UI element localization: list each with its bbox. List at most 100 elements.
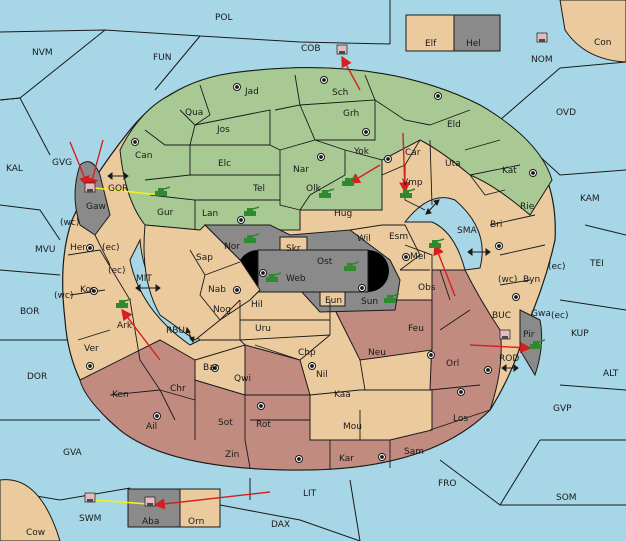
sea-kup[interactable]: KUP — [571, 329, 589, 339]
province-elf[interactable]: Elf — [425, 39, 437, 49]
province-jos[interactable]: Jos — [216, 125, 230, 135]
province-car[interactable]: Car — [405, 148, 421, 158]
sea-gva[interactable]: GVA — [63, 448, 83, 458]
province-gur[interactable]: Gur — [157, 208, 174, 218]
province-chr[interactable]: Chr — [170, 384, 186, 394]
province-ken[interactable]: Ken — [112, 390, 129, 400]
sea-ovd[interactable]: OVD — [556, 108, 576, 118]
sea-gvg[interactable]: GVG — [52, 158, 72, 168]
province-los[interactable]: Los — [453, 414, 468, 424]
province-rot[interactable]: Rot — [256, 420, 271, 430]
province-rie[interactable]: Rie — [520, 202, 535, 212]
sea-fun[interactable]: FUN — [153, 53, 172, 63]
province-lan[interactable]: Lan — [202, 209, 218, 219]
province-kat[interactable]: Kat — [502, 166, 517, 176]
province-nar[interactable]: Nar — [293, 165, 309, 175]
fleet-units — [84, 32, 548, 507]
sea-gvp[interactable]: GVP — [553, 404, 572, 414]
sea-som[interactable]: SOM — [556, 493, 577, 503]
sea-mit[interactable]: MIT — [136, 274, 152, 284]
province-her[interactable]: Her — [70, 243, 86, 253]
province-olk[interactable]: Olk — [306, 184, 322, 194]
province-eun[interactable]: Eun — [325, 296, 342, 306]
province-ost[interactable]: Ost — [317, 257, 333, 267]
province-ail[interactable]: Ail — [146, 422, 157, 432]
province-orl[interactable]: Orl — [446, 359, 459, 369]
province-vmp[interactable]: Vmp — [402, 178, 423, 188]
province-elc[interactable]: Elc — [218, 159, 231, 169]
province-esm[interactable]: Esm — [389, 232, 408, 242]
province-tel[interactable]: Tel — [252, 184, 265, 194]
sea-mvu[interactable]: MVU — [35, 245, 56, 255]
sea-lit[interactable]: LIT — [303, 489, 317, 499]
sea-alt[interactable]: ALT — [603, 369, 619, 379]
sea-cob[interactable]: COB — [301, 44, 321, 54]
province-ver[interactable]: Ver — [84, 344, 99, 354]
sea-sma[interactable]: SMA — [457, 226, 477, 236]
sea-tei[interactable]: TEI — [589, 259, 604, 269]
sea-buc[interactable]: BUC — [492, 311, 511, 321]
province-orn[interactable]: Orn — [188, 517, 204, 527]
province-bar[interactable]: Bar — [203, 363, 219, 373]
province-uta[interactable]: Uta — [445, 159, 461, 169]
province-web[interactable]: Web — [286, 274, 306, 284]
sea-kam[interactable]: KAM — [580, 194, 600, 204]
coast-kor-wc: (wc) — [54, 291, 73, 301]
province-sun[interactable]: Sun — [361, 297, 378, 307]
sea-bor[interactable]: BOR — [20, 307, 39, 317]
province-qwi[interactable]: Qwi — [234, 374, 251, 384]
province-uru[interactable]: Uru — [255, 324, 271, 334]
province-hil[interactable]: Hil — [251, 300, 263, 310]
sea-con[interactable]: Con — [594, 38, 612, 48]
province-nog[interactable]: Nog — [213, 305, 231, 315]
province-kor[interactable]: Kor — [80, 285, 95, 295]
sea-rod[interactable]: ROD — [499, 354, 519, 364]
sea-gor[interactable]: GOR — [108, 184, 128, 194]
province-aba[interactable]: Aba — [142, 517, 159, 527]
sea-dor[interactable]: DOR — [27, 372, 47, 382]
province-obs[interactable]: Obs — [418, 283, 436, 293]
sea-pol[interactable]: POL — [215, 13, 233, 23]
province-pir[interactable]: Pir — [523, 330, 535, 340]
province-yok[interactable]: Yok — [353, 147, 370, 157]
province-nor[interactable]: Nor — [224, 242, 240, 252]
sea-nom[interactable]: NOM — [531, 55, 553, 65]
province-neu[interactable]: Neu — [368, 348, 386, 358]
province-gaw[interactable]: Gaw — [86, 202, 106, 212]
province-gwa[interactable]: Gwa — [531, 309, 551, 319]
province-hel[interactable]: Hel — [466, 39, 481, 49]
province-hug[interactable]: Hug — [334, 209, 352, 219]
province-skr[interactable]: Skr — [286, 244, 301, 254]
province-kar[interactable]: Kar — [339, 454, 354, 464]
province-nil[interactable]: Nil — [316, 370, 328, 380]
province-ark[interactable]: Ark — [117, 321, 133, 331]
province-feu[interactable]: Feu — [408, 324, 424, 334]
sea-kal[interactable]: KAL — [6, 164, 23, 174]
province-bri[interactable]: Bri — [490, 220, 502, 230]
province-sch[interactable]: Sch — [332, 88, 348, 98]
province-eld[interactable]: Eld — [447, 120, 461, 130]
province-nab[interactable]: Nab — [208, 285, 226, 295]
province-can[interactable]: Can — [135, 151, 153, 161]
province-sap[interactable]: Sap — [196, 253, 213, 263]
province-sot[interactable]: Sot — [218, 418, 233, 428]
sea-fro[interactable]: FRO — [438, 479, 457, 489]
sea-swm[interactable]: SWM — [79, 514, 101, 524]
province-sam[interactable]: Sam — [404, 447, 424, 457]
province-mou[interactable]: Mou — [343, 422, 362, 432]
sea-cow[interactable]: Cow — [26, 528, 45, 538]
province-zin[interactable]: Zin — [225, 450, 239, 460]
province-qua[interactable]: Qua — [185, 108, 203, 118]
coast-byn-ec: (ec) — [548, 262, 566, 272]
province-byn[interactable]: Byn — [523, 275, 540, 285]
province-kaa[interactable]: Kaa — [334, 390, 351, 400]
province-grh[interactable]: Grh — [343, 109, 359, 119]
province-mel[interactable]: Mel — [410, 252, 426, 262]
sea-dax[interactable]: DAX — [271, 520, 290, 530]
province-wil[interactable]: Wil — [357, 234, 371, 244]
province-chp[interactable]: Chp — [298, 348, 316, 358]
sea-nvm[interactable]: NVM — [32, 48, 53, 58]
sea-rbu[interactable]: RBU — [166, 326, 185, 336]
region-feu-neu — [329, 299, 433, 361]
province-jad[interactable]: Jad — [244, 87, 259, 97]
